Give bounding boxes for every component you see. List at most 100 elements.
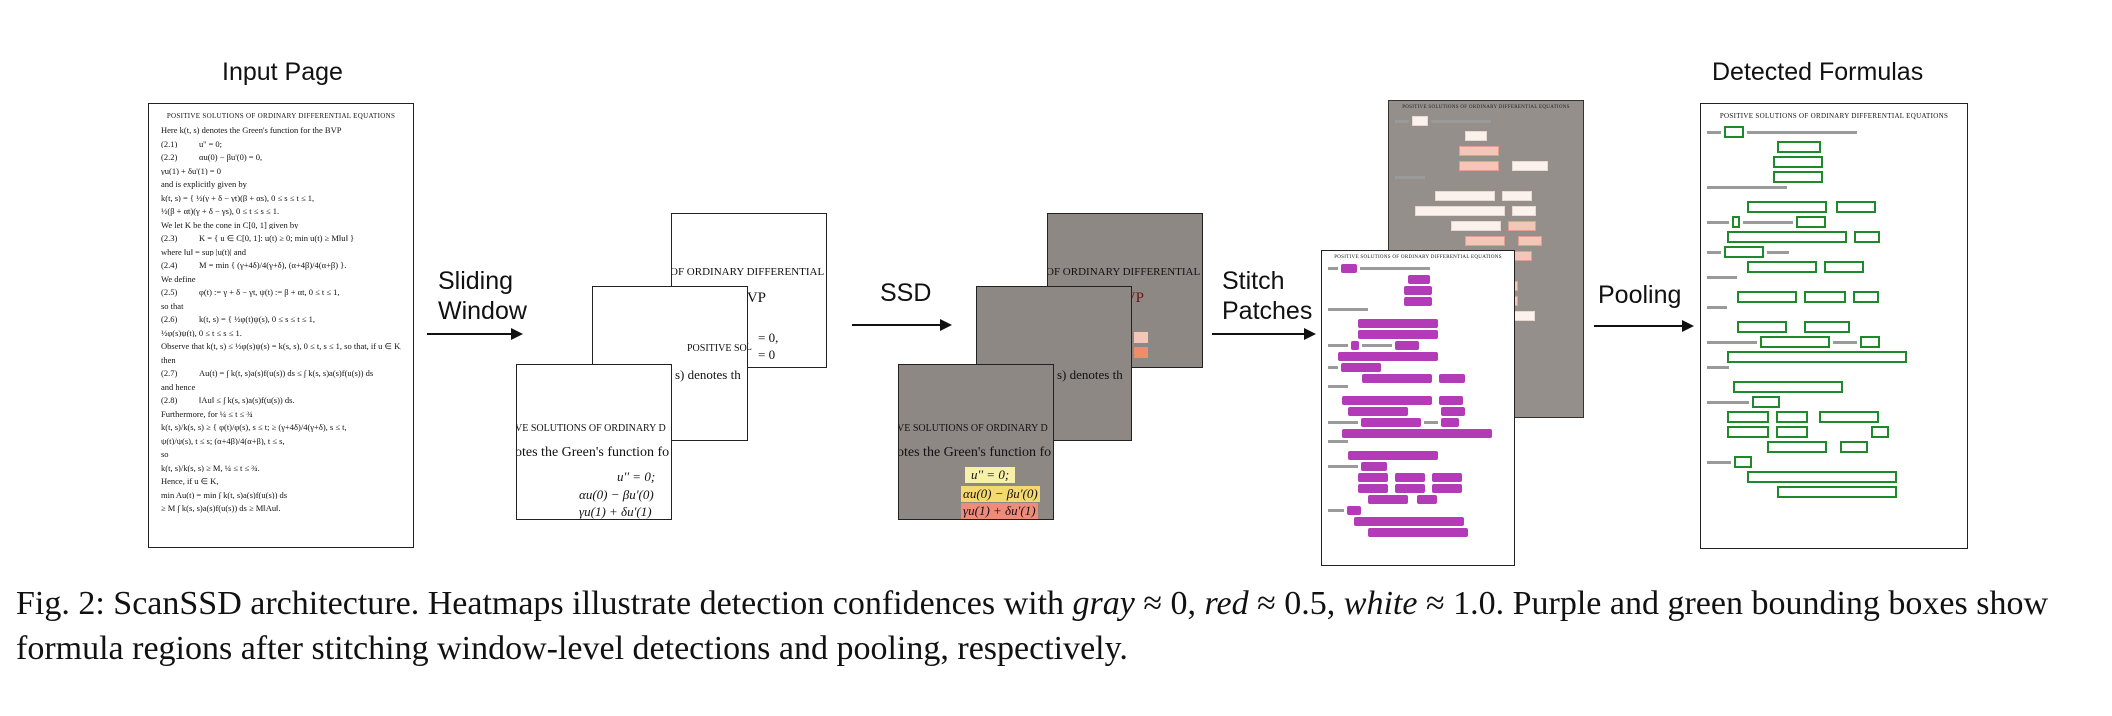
- box-r-row: [1395, 161, 1577, 171]
- detected-formulas-page: POSITIVE SOLUTIONS OF ORDINARY DIFFERENT…: [1700, 103, 1968, 549]
- box-r-row: [1395, 176, 1577, 186]
- paper-line: so that: [161, 301, 184, 310]
- box-p-formula-box: [1441, 418, 1459, 427]
- box-g-row: [1707, 381, 1961, 393]
- paper-line: min Au(t) = min ∫ k(t, s)a(s)f(u(s)) ds: [161, 490, 288, 499]
- box-p-formula-box: [1395, 484, 1425, 493]
- box-r-formula-box: [1415, 206, 1505, 216]
- box-g-row: [1707, 471, 1961, 483]
- box-p-row: [1328, 330, 1508, 339]
- paper-line: and hence: [161, 382, 196, 391]
- box-p-formula-box: [1404, 286, 1432, 295]
- box-p-formula-box: [1348, 451, 1438, 460]
- box-g-formula-box: [1724, 126, 1744, 138]
- box-p-formula-box: [1395, 473, 1425, 482]
- box-r-row: [1395, 131, 1577, 141]
- box-r-formula-box: [1459, 161, 1499, 171]
- green-rows: [1701, 126, 1967, 498]
- box-p-row: [1328, 440, 1508, 448]
- box-p-row: [1328, 396, 1508, 405]
- box-p-formula-box: [1439, 396, 1463, 405]
- arrow-stitch: [1212, 328, 1316, 340]
- box-g-row: [1707, 231, 1961, 243]
- box-p-row: [1328, 506, 1508, 515]
- box-g-formula-box: [1747, 201, 1827, 213]
- paper-line: γu(1) + δu'(1) = 0: [161, 166, 221, 175]
- pooling-label: Pooling: [1598, 281, 1682, 309]
- box-g-formula-box: [1804, 321, 1850, 333]
- box-r-formula-box: [1512, 161, 1548, 171]
- box-r-row: [1395, 116, 1577, 126]
- box-p-formula-box: [1395, 341, 1419, 350]
- box-g-formula-box: [1796, 216, 1826, 228]
- stitched-purple-page: POSITIVE SOLUTIONS OF ORDINARY DIFFERENT…: [1321, 250, 1515, 566]
- box-g-formula-box: [1733, 381, 1843, 393]
- box-r-formula-box: [1512, 251, 1532, 261]
- box-p-row: [1328, 484, 1508, 493]
- box-p-formula-box: [1358, 319, 1438, 328]
- paper-line: k(t, s) = { ½(γ + δ − γt)(β + αs), 0 ≤ s…: [161, 193, 315, 202]
- box-p-formula-box: [1361, 418, 1421, 427]
- box-p-formula-box: [1338, 352, 1438, 361]
- box-p-formula-box: [1441, 407, 1465, 416]
- box-p-row: [1328, 495, 1508, 504]
- box-p-formula-box: [1362, 374, 1432, 383]
- box-p-row: [1328, 462, 1508, 471]
- box-r-formula-box: [1508, 221, 1536, 231]
- box-p-formula-box: [1341, 264, 1357, 273]
- box-p-row: [1328, 429, 1508, 438]
- box-p-formula-box: [1361, 462, 1387, 471]
- box-g-row: [1707, 336, 1961, 348]
- box-g-formula-box: [1747, 261, 1817, 273]
- box-p-formula-box: [1368, 528, 1468, 537]
- box-g-formula-box: [1776, 411, 1808, 423]
- box-p-formula-box: [1432, 484, 1462, 493]
- box-g-row: [1707, 321, 1961, 333]
- box-g-row: [1707, 156, 1961, 168]
- box-g-row: [1707, 366, 1961, 376]
- box-p-row: [1328, 407, 1508, 416]
- box-p-row: [1328, 418, 1508, 427]
- box-g-formula-box: [1824, 261, 1864, 273]
- box-g-formula-box: [1760, 336, 1830, 348]
- paper-line: (2.1)u'' = 0;: [161, 139, 222, 148]
- box-g-row: [1707, 441, 1961, 453]
- box-r-formula-box: [1412, 116, 1428, 126]
- paper-line: k(t, s)/k(s, s) ≥ M, ¼ ≤ t ≤ ¾.: [161, 463, 260, 472]
- page-lines: Here k(t, s) denotes the Green's functio…: [149, 126, 413, 513]
- box-g-row: [1707, 486, 1961, 498]
- paper-line: Observe that k(t, s) ≤ ½φ(s)ψ(s) = k(s, …: [161, 342, 401, 351]
- box-p-formula-box: [1368, 495, 1408, 504]
- box-g-formula-box: [1804, 291, 1846, 303]
- box-g-row: [1707, 306, 1961, 316]
- box-g-formula-box: [1773, 156, 1823, 168]
- box-p-formula-box: [1351, 341, 1359, 350]
- box-p-formula-box: [1417, 495, 1437, 504]
- box-p-row: [1328, 264, 1508, 273]
- box-p-row: [1328, 341, 1508, 350]
- box-r-formula-box: [1512, 206, 1536, 216]
- paper-line: (2.2)αu(0) − βu'(0) = 0,: [161, 153, 263, 162]
- detected-formulas-title: Detected Formulas: [1712, 58, 1924, 86]
- paper-line: Here k(t, s) denotes the Green's functio…: [161, 126, 342, 135]
- box-r-row: [1395, 221, 1577, 231]
- arrow-ssd: [852, 319, 952, 331]
- box-g-formula-box: [1853, 291, 1879, 303]
- box-r-formula-box: [1465, 131, 1487, 141]
- box-g-formula-box: [1767, 441, 1827, 453]
- ssd-label: SSD: [880, 279, 932, 307]
- box-g-formula-box: [1724, 246, 1764, 258]
- box-p-formula-box: [1439, 374, 1465, 383]
- box-g-row: [1707, 276, 1961, 286]
- paper-line: We let K be the cone in C[0, 1] given by: [161, 220, 299, 229]
- paper-line: k(t, s)/k(s, s) ≥ { φ(t)/φ(s), s ≤ t; ≥ …: [161, 423, 347, 432]
- box-p-formula-box: [1404, 297, 1432, 306]
- box-g-row: [1707, 396, 1961, 408]
- box-p-row: [1328, 517, 1508, 526]
- box-g-formula-box: [1737, 291, 1797, 303]
- box-r-formula-box: [1465, 236, 1505, 246]
- paper-line: (2.7)Au(t) = ∫ k(t, s)a(s)f(u(s)) ds ≤ ∫…: [161, 369, 374, 378]
- box-p-row: [1328, 352, 1508, 361]
- paper-line: ½φ(s)ψ(t), 0 ≤ t ≤ s ≤ 1.: [161, 328, 242, 337]
- box-p-row: [1328, 374, 1508, 383]
